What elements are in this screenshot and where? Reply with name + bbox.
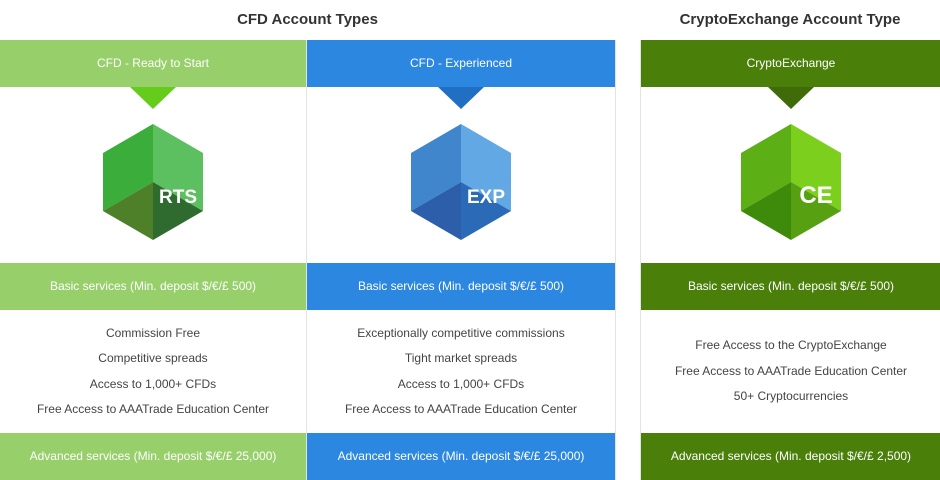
feature-item: Competitive spreads	[98, 351, 208, 365]
hexagon-badge-label: RTS	[159, 187, 197, 208]
hexagon-badge-label: CE	[799, 182, 832, 209]
feature-item: Free Access to AAATrade Education Center	[36, 402, 270, 416]
advanced-services-band-exp: Advanced services (Min. deposit $/€/£ 25…	[307, 433, 615, 480]
ce-hexagon-icon: CE	[741, 124, 841, 240]
crypto-section-title: CryptoExchange Account Type	[679, 11, 901, 28]
cfd-section-title: CFD Account Types	[237, 11, 378, 28]
rts-hexagon-icon: RTS	[103, 124, 203, 240]
feature-item: Access to 1,000+ CFDs	[89, 376, 217, 391]
basic-services-band-exp: Basic services (Min. deposit $/€/£ 500)	[307, 263, 615, 310]
feature-item: Free Access to AAATrade Education Center	[674, 363, 908, 378]
hex-facet-bottom-left	[411, 182, 461, 240]
header-pointer-arrow	[130, 87, 176, 109]
basic-services-band-ce: Basic services (Min. deposit $/€/£ 500)	[641, 263, 940, 310]
feature-item: Exceptionally competitive commissions	[357, 325, 565, 340]
exp-hexagon-icon: EXP	[411, 124, 511, 240]
advanced-services-band-ce: Advanced services (Min. deposit $/€/£ 2,…	[641, 433, 940, 480]
hexagon-badge-label: EXP	[467, 187, 505, 208]
account-header-ce[interactable]: CryptoExchange	[641, 40, 940, 87]
feature-item: Tight market spreads	[404, 351, 518, 365]
feature-item: Access to 1,000+ CFDs	[397, 376, 525, 391]
feature-item: 50+ Cryptocurrencies	[733, 389, 849, 404]
hex-facet-bottom-right	[461, 182, 511, 240]
account-header-exp[interactable]: CFD - Experienced	[307, 40, 615, 87]
account-column-exp: CFD - Experienced EXP Basic services (Mi…	[307, 40, 616, 480]
account-column-ce: CryptoExchange CE Basic services (Min. d…	[640, 40, 940, 480]
account-column-rts: CFD - Ready to Start RTS Basic services …	[0, 40, 307, 480]
hex-facet-bottom-right	[153, 182, 203, 240]
feature-list-rts: Commission Free Competitive spreads Acce…	[0, 310, 306, 433]
advanced-services-band-rts: Advanced services (Min. deposit $/€/£ 25…	[0, 433, 306, 480]
hex-facet-bottom-left	[741, 182, 791, 240]
feature-list-ce: Free Access to the CryptoExchange Free A…	[641, 310, 940, 433]
feature-item: Free Access to the CryptoExchange	[695, 338, 887, 353]
feature-list-exp: Exceptionally competitive commissions Ti…	[307, 310, 615, 433]
hex-facet-bottom-left	[103, 182, 153, 240]
hex-facet-bottom-right	[791, 182, 841, 240]
basic-services-band-rts: Basic services (Min. deposit $/€/£ 500)	[0, 263, 306, 310]
account-header-rts[interactable]: CFD - Ready to Start	[0, 40, 306, 87]
feature-item: Free Access to AAATrade Education Center	[344, 402, 578, 416]
header-pointer-arrow	[438, 87, 484, 109]
feature-item: Commission Free	[105, 325, 201, 340]
header-pointer-arrow	[768, 87, 814, 109]
